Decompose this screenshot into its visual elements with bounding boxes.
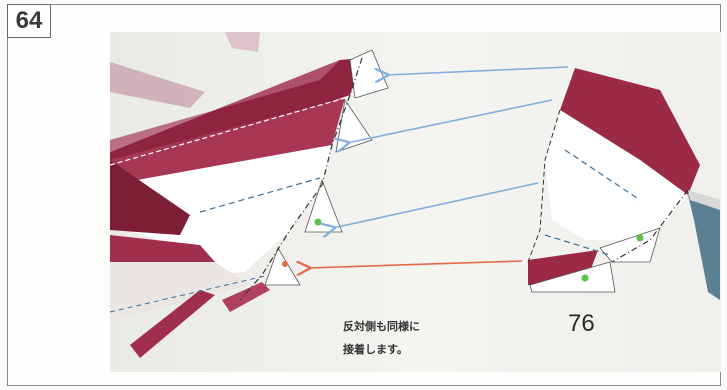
right-mountain-fold: [611, 189, 689, 263]
blue-arrow-2: [347, 99, 553, 143]
left-mid-band: [110, 98, 345, 185]
blur-piece-left: [110, 62, 205, 108]
right-paper-part: [527, 68, 720, 300]
left-top-wing-highlight: [110, 60, 340, 152]
left-mountain-fold: [239, 57, 363, 301]
right-part-white-face: [545, 110, 688, 240]
left-tab-4: [264, 247, 301, 286]
assembly-photo: [110, 32, 721, 372]
right-part-red-top: [560, 68, 700, 195]
right-valley-fold: [564, 149, 641, 201]
right-tab-lower: [529, 261, 616, 293]
step-number-box: 64: [7, 4, 51, 38]
left-lower-white: [110, 262, 250, 320]
part-number-label: 76: [568, 310, 595, 337]
right-outline-fold: [527, 109, 561, 263]
left-valley-fold-top: [110, 97, 346, 166]
right-valley-fold-low: [544, 234, 611, 256]
red-arrow: [308, 260, 523, 268]
step-number: 64: [15, 7, 43, 34]
right-part-side-blue: [688, 195, 720, 300]
glue-mark-red: [282, 261, 288, 267]
blur-piece-top: [225, 32, 260, 52]
left-bottom-strip-2: [222, 282, 270, 312]
instruction-caption: 反対側も同様に 接着します。: [343, 315, 420, 361]
glue-dot-left: [314, 218, 322, 226]
caption-line-2: 接着します。: [343, 343, 408, 356]
blue-arrow-3: [333, 182, 539, 228]
glue-dot-right-upper: [636, 234, 644, 242]
left-valley-fold-mid: [199, 177, 321, 213]
left-lower-red: [110, 235, 215, 262]
right-part-flap: [688, 190, 720, 210]
caption-line-1: 反対側も同様に: [343, 320, 420, 333]
blue-arrow-1: [386, 66, 569, 75]
left-inner-dark: [110, 160, 190, 235]
left-bottom-strip: [130, 290, 215, 358]
glue-dot-right-lower: [581, 274, 589, 282]
